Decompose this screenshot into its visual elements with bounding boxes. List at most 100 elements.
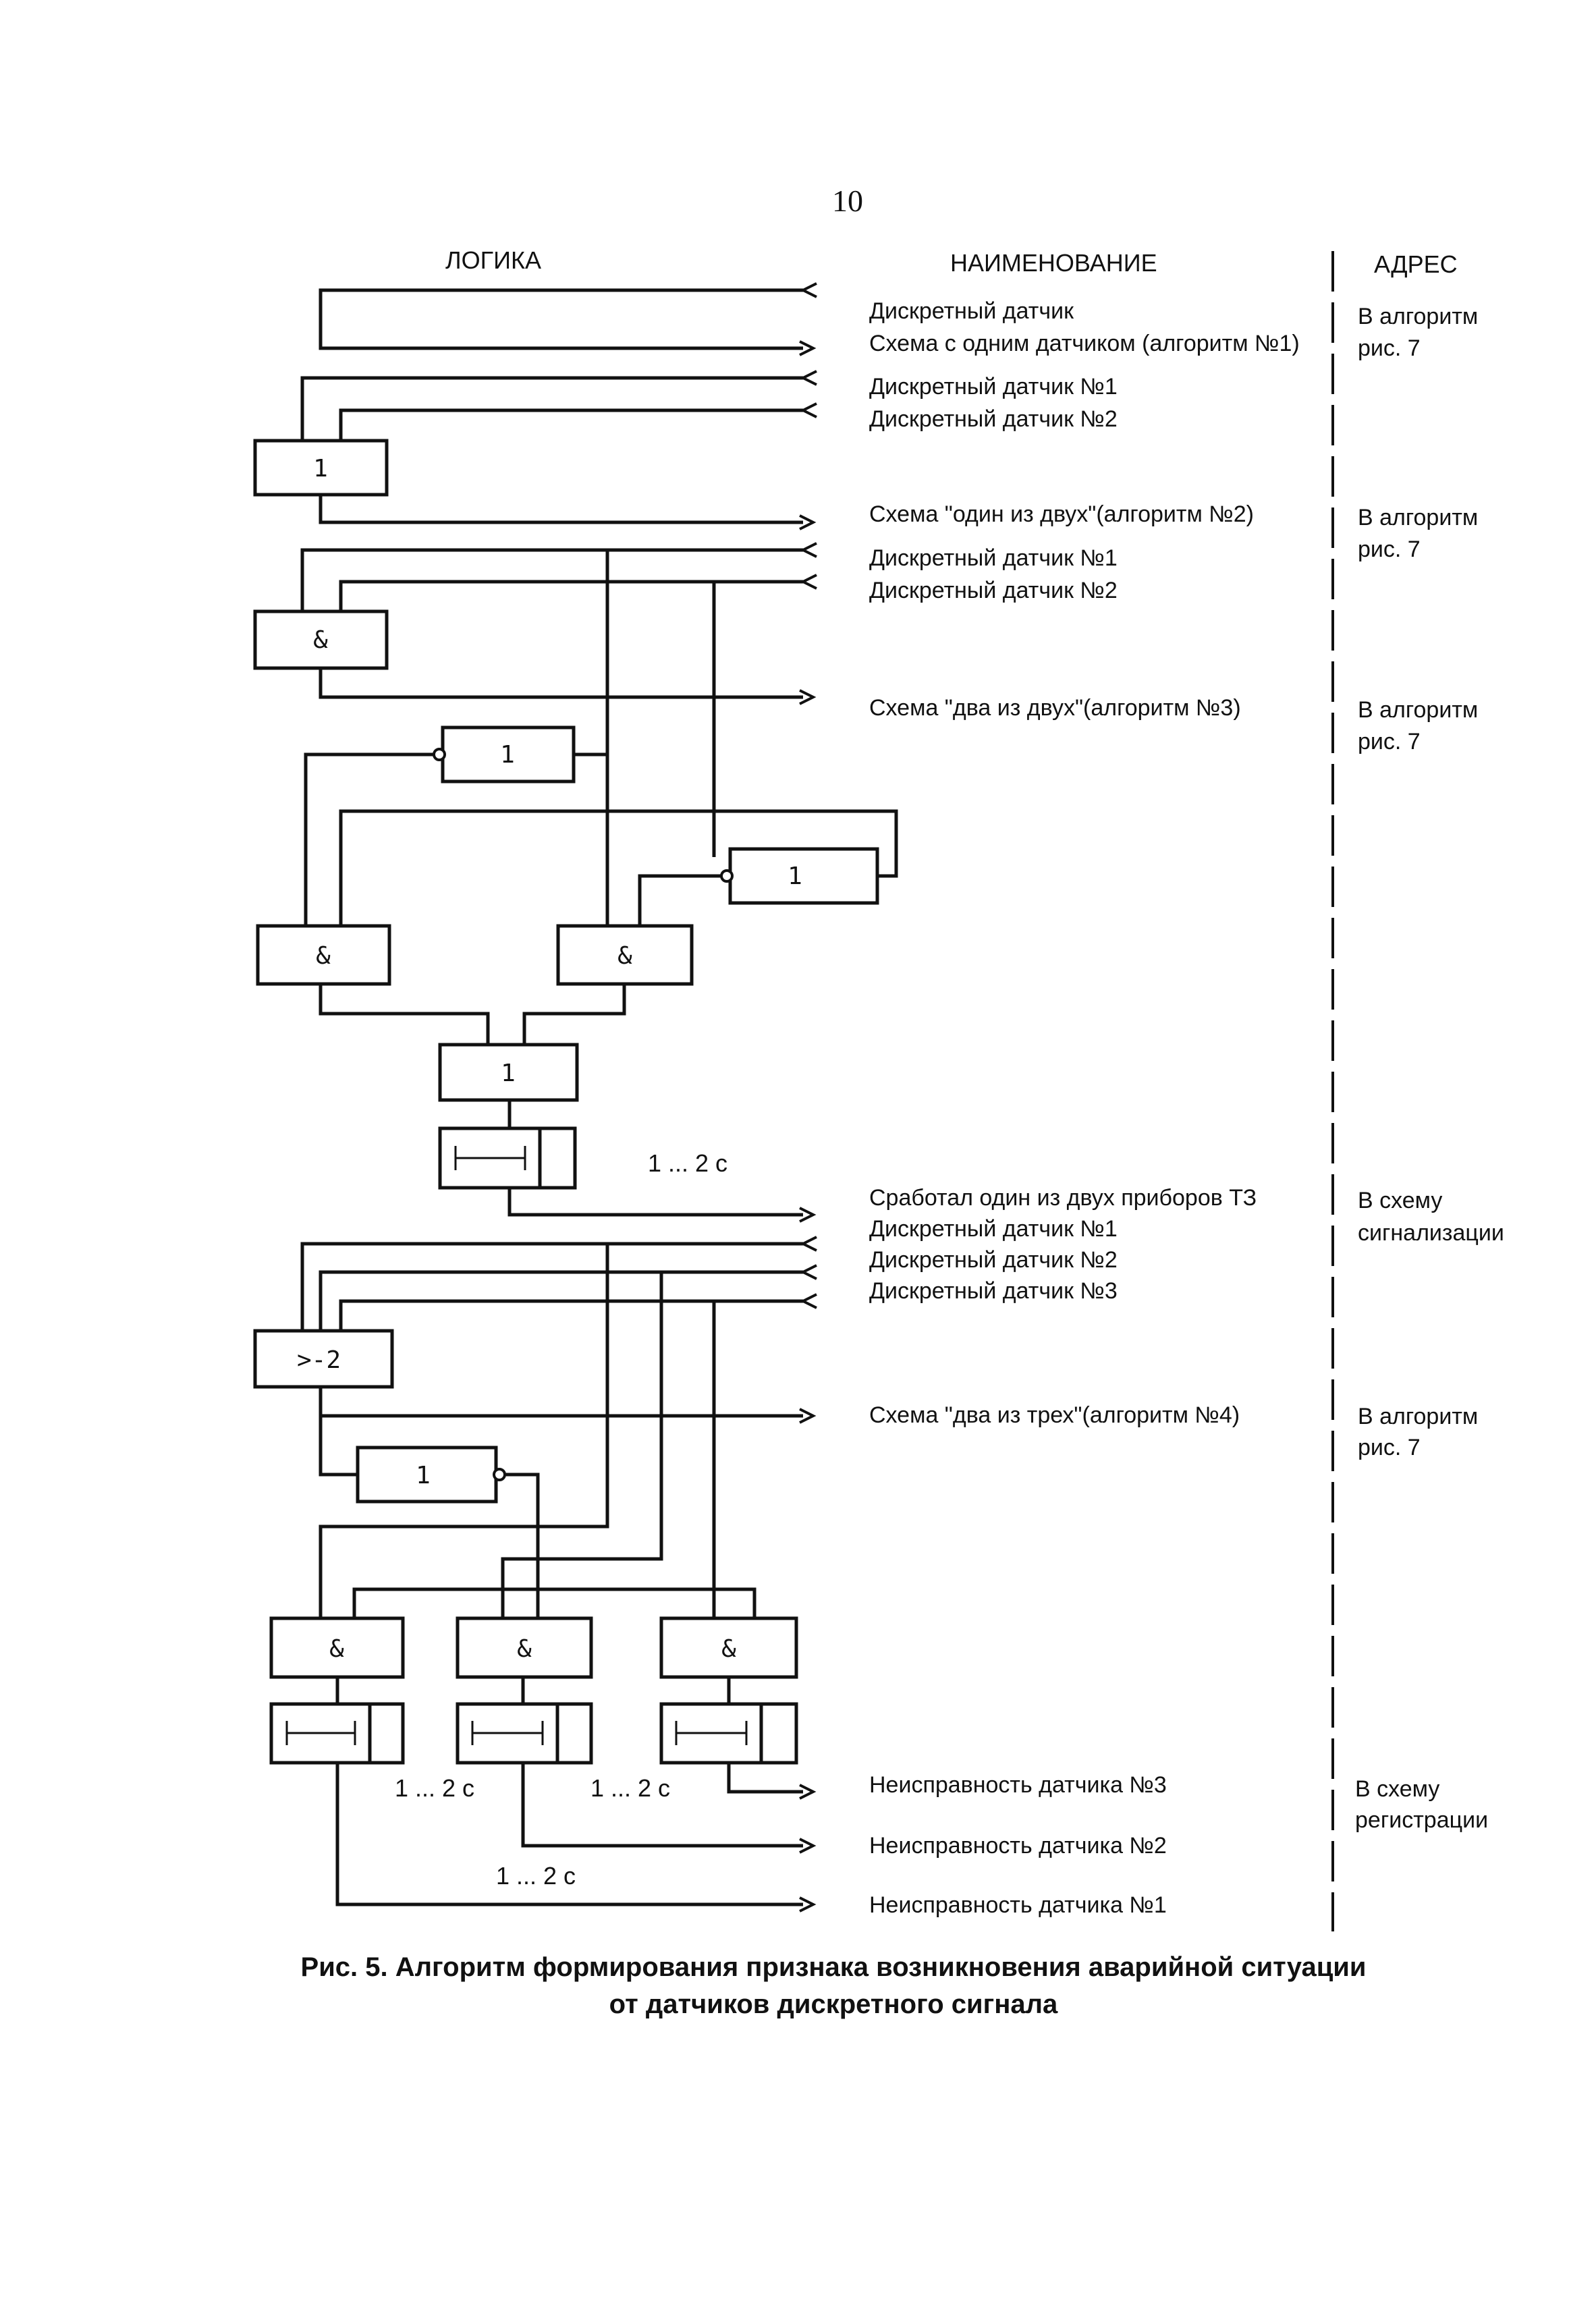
address-3-line1: В алгоритм <box>1358 697 1478 723</box>
header-logic: ЛОГИКА <box>445 246 541 274</box>
or-gate-alg2 <box>253 439 389 497</box>
name-discrete-sensor: Дискретный датчик <box>869 298 1074 324</box>
wire-alg1 <box>319 288 803 350</box>
and-gate-2-symbol: & <box>316 942 331 970</box>
name-fault-sensor-2: Неисправность датчика №2 <box>869 1833 1167 1859</box>
input-arrow <box>800 370 817 386</box>
inverter-gate-3-symbol: 1 <box>416 1462 431 1489</box>
delay-label-4: 1 ... 2 c <box>496 1862 576 1890</box>
or-gate-alg2-symbol: 1 <box>313 455 328 483</box>
and-gate-2 <box>256 924 391 986</box>
input-arrow <box>800 542 817 558</box>
wire-inv3-out <box>503 1473 540 1618</box>
output-arrow <box>799 1838 817 1854</box>
name-sensor-2: Дискретный датчик №2 <box>869 578 1118 603</box>
and-gate-3-symbol: & <box>617 942 632 970</box>
wire-and3-to-or2 <box>522 984 626 1045</box>
address-4-line2: сигнализации <box>1358 1220 1504 1246</box>
address-6-line2: регистрации <box>1355 1807 1488 1833</box>
output-arrow <box>799 1896 817 1913</box>
and-gate-6-symbol: & <box>721 1635 736 1663</box>
inversion-bubble <box>720 869 734 883</box>
name-fault-sensor-3: Неисправность датчика №3 <box>869 1772 1167 1798</box>
wire-inv1-to-and2 <box>304 752 436 926</box>
output-arrow <box>799 340 817 356</box>
inverter-gate-2-symbol: 1 <box>788 862 802 890</box>
wire-alg3-input1 <box>300 548 803 611</box>
input-arrow <box>800 282 817 298</box>
input-arrow <box>800 1293 817 1309</box>
and-gate-4 <box>269 1616 405 1679</box>
arrow-markers <box>799 282 817 1913</box>
and-gate-4-symbol: & <box>329 1635 344 1663</box>
address-1-line2: рис. 7 <box>1358 335 1421 361</box>
wire-alg4-input1 <box>300 1242 803 1331</box>
name-sensor-1: Дискретный датчик №1 <box>869 545 1118 571</box>
address-4-line1: В схему <box>1358 1188 1442 1213</box>
page-number: 10 <box>832 184 863 218</box>
wire-fault2-out <box>521 1763 803 1848</box>
and-gate-6 <box>659 1616 798 1679</box>
and-gate-5 <box>456 1616 593 1679</box>
wire-fault3-out <box>727 1763 803 1794</box>
wire-timer1-output <box>507 1188 803 1217</box>
timer-block-3 <box>456 1702 593 1765</box>
address-3-line2: рис. 7 <box>1358 729 1421 754</box>
and-gate-alg3-symbol: & <box>313 626 328 654</box>
header-address: АДРЕС <box>1374 250 1458 278</box>
name-alg4-scheme: Схема "два из трех"(алгоритм №4) <box>869 1402 1240 1428</box>
wire-ge2-to-inv3 <box>319 1416 358 1477</box>
and-gate-3 <box>556 924 694 986</box>
wire-alg2-input1 <box>300 376 803 441</box>
name-sensor-2: Дискретный датчик №2 <box>869 1247 1118 1273</box>
input-arrow <box>800 1236 817 1252</box>
name-fault-sensor-1: Неисправность датчика №1 <box>869 1892 1167 1918</box>
timer-block-1 <box>438 1126 577 1190</box>
wire-fault1-out <box>335 1763 803 1906</box>
and-gate-alg3 <box>253 609 389 670</box>
output-arrow <box>799 514 817 530</box>
delay-label-1: 1 ... 2 c <box>648 1149 727 1177</box>
delay-label-3: 1 ... 2 c <box>590 1774 670 1802</box>
figure-caption-line1: Рис. 5. Алгоритм формирования признака в… <box>301 1952 1367 1982</box>
address-5-line2: рис. 7 <box>1358 1435 1421 1460</box>
name-tz-triggered: Сработал один из двух приборов ТЗ <box>869 1185 1257 1211</box>
wires <box>300 288 898 1906</box>
output-arrow <box>799 1207 817 1223</box>
wire-alg2-input2 <box>339 408 803 441</box>
name-alg2-scheme: Схема "один из двух"(алгоритм №2) <box>869 501 1254 527</box>
inverter-gate-1 <box>441 725 576 784</box>
and-gate-5-symbol: & <box>517 1635 532 1663</box>
wire-alg3-input2 <box>339 580 803 611</box>
wire-and2-to-or2 <box>319 984 490 1045</box>
wire-alg4-output <box>319 1387 803 1418</box>
address-6-line1: В схему <box>1355 1776 1439 1802</box>
wire-alg4-input3 <box>339 1299 803 1331</box>
output-arrow <box>799 689 817 705</box>
address-2-line2: рис. 7 <box>1358 537 1421 562</box>
inversion-bubble <box>493 1468 506 1481</box>
figure-caption-line2: от датчиков дискретного сигнала <box>609 1989 1058 2019</box>
header-name: НАИМЕНОВАНИЕ <box>950 249 1157 277</box>
wire-s2-to-and5 <box>501 1272 663 1618</box>
output-arrow <box>799 1408 817 1424</box>
input-arrow <box>800 574 817 590</box>
output-arrow <box>799 1784 817 1800</box>
wire-s1-to-and4 <box>319 1244 609 1618</box>
address-2-line1: В алгоритм <box>1358 505 1478 530</box>
delay-label-2: 1 ... 2 c <box>395 1774 474 1802</box>
name-alg3-scheme: Схема "два из двух"(алгоритм №3) <box>869 695 1241 721</box>
ge2-gate-symbol: >-2 <box>297 1346 341 1374</box>
timer-block-4 <box>659 1702 798 1765</box>
wire-crossbar <box>352 1587 756 1618</box>
wire-alg4-input2 <box>319 1270 803 1331</box>
inverter-gate-2 <box>728 847 879 905</box>
name-sensor-3: Дискретный датчик №3 <box>869 1278 1118 1304</box>
wire-feedback-inv2 <box>339 809 898 926</box>
name-sensor-1: Дискретный датчик №1 <box>869 1216 1118 1242</box>
input-arrow <box>800 1264 817 1280</box>
name-alg1-scheme: Схема с одним датчиком (алгоритм №1) <box>869 331 1300 356</box>
timer-block-2 <box>269 1702 405 1765</box>
